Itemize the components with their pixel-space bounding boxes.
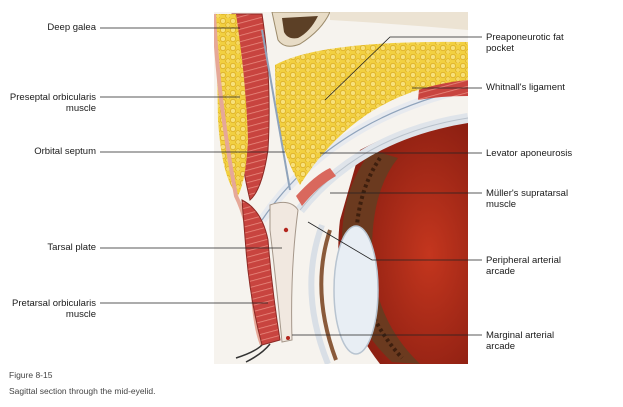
label-orbital-septum: Orbital septum: [34, 146, 96, 157]
label-preseptal-orbicularis: Preseptal orbicularis muscle: [9, 92, 96, 114]
label-deep-galea: Deep galea: [47, 22, 96, 33]
label-whitnalls-ligament: Whitnall's ligament: [486, 82, 565, 93]
label-pretarsal-orbicularis: Pretarsal orbicularis muscle: [12, 298, 96, 320]
label-marginal-arcade: Marginal arterial arcade: [486, 330, 555, 352]
label-peripheral-arcade: Peripheral arterial arcade: [486, 255, 561, 277]
label-mullers-muscle: Müller's supratarsal muscle: [486, 188, 569, 210]
label-tarsal-plate: Tarsal plate: [47, 242, 96, 253]
label-levator-aponeurosis: Levator aponeurosis: [486, 148, 573, 159]
figure-number: Figure 8-15: [9, 370, 53, 380]
figure-caption: Sagittal section through the mid-eyelid.: [9, 386, 156, 396]
label-preaponeurotic-fat: Preaponeurotic fat pocket: [486, 32, 564, 54]
